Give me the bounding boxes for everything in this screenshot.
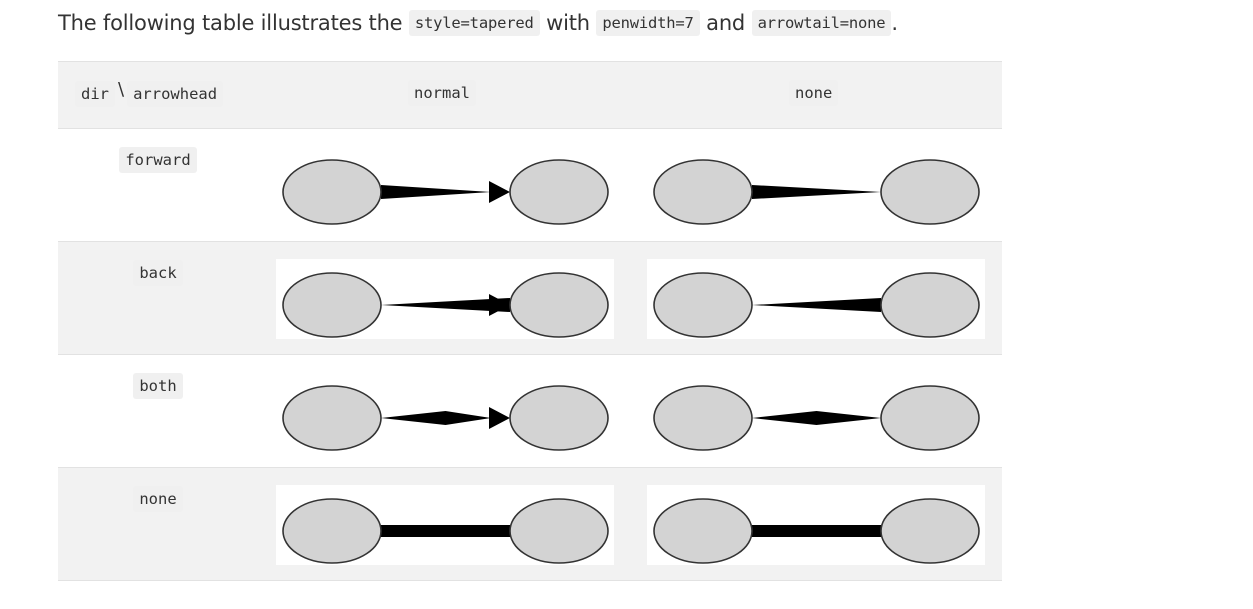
graph-forward-none [653, 159, 980, 225]
header-dir-code: dir [75, 81, 115, 107]
graph-node-left [282, 272, 382, 338]
graph-node-right [509, 159, 609, 225]
header-normal-code: normal [408, 80, 476, 106]
diagram-back-normal [276, 259, 614, 339]
graph-node-right [880, 385, 980, 451]
graph-node-left [282, 159, 382, 225]
intro-paragraph: The following table illustrates the styl… [58, 8, 898, 40]
table-row-both: both [58, 355, 1002, 468]
header-none-code: none [789, 80, 839, 106]
table-row-none: none [58, 468, 1002, 581]
diagram-forward-normal [276, 146, 614, 226]
graph-node-left [653, 159, 753, 225]
graph-node-right [509, 498, 609, 564]
row-label-forward: forward [58, 147, 258, 173]
row-label-back: back [58, 260, 258, 286]
intro-mid1: with [546, 11, 590, 35]
tapered-edge [752, 411, 881, 425]
tapered-edge [381, 411, 491, 425]
header-arrowhead-code: arrowhead [127, 81, 224, 107]
graph-node-left [653, 498, 753, 564]
code-penwidth: penwidth=7 [596, 10, 700, 36]
graph-node-right [880, 272, 980, 338]
diagram-none-normal [276, 485, 614, 565]
diagram-back-none [647, 259, 985, 339]
graph-back-normal [282, 272, 609, 338]
diagram-both-none [647, 372, 985, 452]
intro-suffix: . [891, 11, 898, 35]
row-label-none-code: none [133, 486, 183, 512]
graph-node-right [880, 498, 980, 564]
header-col-none: none [789, 80, 839, 106]
row-label-both-code: both [133, 373, 183, 399]
tapered-edge [752, 185, 881, 199]
intro-mid2: and [706, 11, 746, 35]
tapered-edge [381, 298, 510, 312]
graph-node-left [282, 385, 382, 451]
row-label-forward-code: forward [119, 147, 197, 173]
graph-none-none [653, 498, 980, 564]
table-header-row: dir\arrowhead normal none [58, 61, 1002, 129]
header-separator: \ [118, 79, 125, 100]
tapered-edge [752, 298, 881, 312]
arrowhead-normal [489, 407, 510, 429]
graph-node-left [653, 272, 753, 338]
code-arrowtail: arrowtail=none [751, 10, 892, 36]
intro-prefix: The following table illustrates the [58, 11, 403, 35]
header-dir-arrowhead: dir\arrowhead [75, 79, 224, 107]
graph-node-right [509, 272, 609, 338]
row-label-back-code: back [133, 260, 183, 286]
graph-both-normal [282, 385, 609, 451]
thick-edge [752, 525, 881, 537]
graph-node-right [509, 385, 609, 451]
graph-node-right [880, 159, 980, 225]
header-col-normal: normal [408, 80, 476, 106]
arrowhead-normal [489, 294, 510, 316]
table-row-forward: forward [58, 129, 1002, 242]
row-label-none: none [58, 486, 258, 512]
attribute-table: dir\arrowhead normal none forward back b… [58, 61, 1002, 581]
graph-forward-normal [282, 159, 609, 225]
table-row-back: back [58, 242, 1002, 355]
row-label-both: both [58, 373, 258, 399]
graph-node-left [653, 385, 753, 451]
diagram-both-normal [276, 372, 614, 452]
graph-both-none [653, 385, 980, 451]
diagram-forward-none [647, 146, 985, 226]
thick-edge [381, 525, 510, 537]
graph-node-left [282, 498, 382, 564]
graph-back-none [653, 272, 980, 338]
arrowhead-normal [489, 181, 510, 203]
graph-none-normal [282, 498, 609, 564]
tapered-edge [381, 185, 491, 199]
code-style-tapered: style=tapered [408, 10, 540, 36]
diagram-none-none [647, 485, 985, 565]
